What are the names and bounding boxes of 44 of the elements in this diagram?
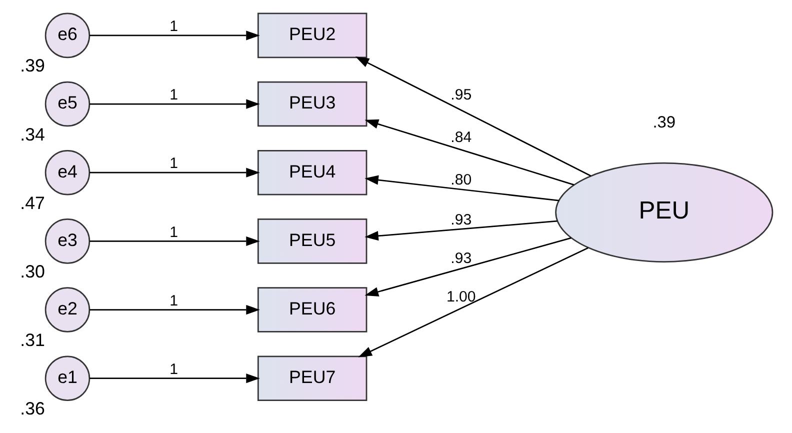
arrow bbox=[364, 237, 572, 296]
arrow bbox=[358, 247, 588, 358]
edge-label: 1 bbox=[170, 224, 178, 241]
node-circle: e5 bbox=[44, 81, 90, 127]
arrow bbox=[90, 168, 260, 178]
arrow bbox=[364, 175, 559, 202]
arrow bbox=[90, 99, 260, 109]
edge-label: .95 bbox=[450, 86, 472, 104]
node-label: .39 bbox=[20, 56, 45, 76]
node-label: .39 bbox=[652, 113, 676, 132]
node-circle: e4 bbox=[44, 150, 90, 196]
node-box: PEU4 bbox=[257, 150, 368, 196]
node-label: .31 bbox=[20, 330, 45, 350]
arrow bbox=[364, 220, 558, 241]
arrow bbox=[90, 30, 260, 40]
edge-label: .93 bbox=[450, 211, 472, 228]
node-circle: e1 bbox=[44, 356, 90, 401]
edge-label: .84 bbox=[450, 129, 472, 146]
node-label: .36 bbox=[20, 398, 45, 419]
arrow bbox=[355, 56, 592, 176]
node-label: .34 bbox=[20, 124, 45, 144]
edge-label: 1 bbox=[170, 292, 178, 310]
node-box: PEU6 bbox=[257, 287, 368, 332]
node-circle: e3 bbox=[44, 218, 90, 264]
node-box: PEU2 bbox=[257, 12, 368, 58]
node-label: .30 bbox=[20, 261, 45, 282]
arrow bbox=[364, 119, 574, 186]
node-box: PEU7 bbox=[257, 356, 368, 401]
edge-label: 1 bbox=[170, 18, 178, 36]
node-box: PEU5 bbox=[257, 218, 368, 264]
edge-label: 1 bbox=[170, 86, 178, 104]
arrow bbox=[90, 374, 260, 384]
node-circle: e6 bbox=[44, 12, 90, 58]
node-box: PEU3 bbox=[257, 81, 368, 127]
edge-label: 1.00 bbox=[446, 288, 476, 306]
arrow bbox=[90, 304, 260, 315]
arrow bbox=[90, 236, 260, 246]
edge-label: 1 bbox=[170, 360, 178, 378]
edge-label: .93 bbox=[450, 250, 472, 267]
node-ellipse: PEU bbox=[555, 162, 774, 262]
edge-label: 1 bbox=[170, 155, 178, 172]
node-label: .47 bbox=[20, 192, 45, 213]
node-circle: e2 bbox=[44, 287, 90, 332]
edge-label: .80 bbox=[450, 172, 472, 189]
